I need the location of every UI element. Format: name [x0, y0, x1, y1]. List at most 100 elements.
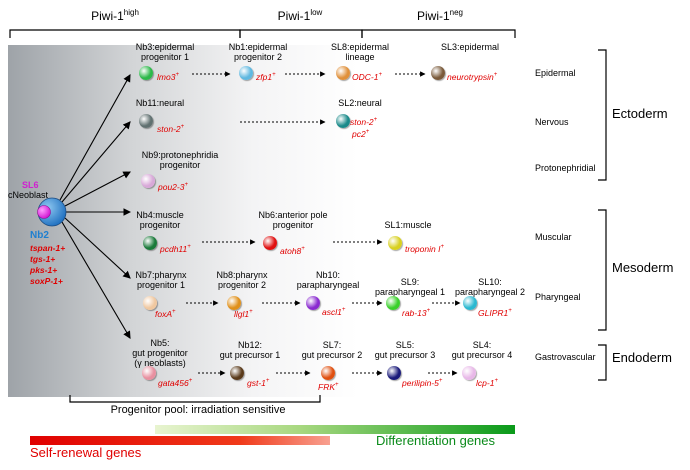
- self-renewal-label: Self-renewal genes: [30, 445, 142, 460]
- sl3-label-line-1: SL3:epidermal: [440, 42, 500, 52]
- sl5-label-line-1: SL5:: [395, 340, 415, 350]
- arrow-to-nb3: [59, 74, 131, 201]
- nb5-label-line-2: gut progenitor: [132, 348, 188, 358]
- sl8-label-line-1: SL8:epidermal: [330, 42, 390, 52]
- arrow-to-nb11: [61, 121, 131, 203]
- sl4-cell: [462, 366, 476, 380]
- nb6-cell: [263, 236, 277, 250]
- arrow-to-nb5: [61, 221, 131, 339]
- nb5-gene: gata456+: [158, 377, 193, 388]
- header-piwi-neg: Piwi-1neg: [416, 8, 464, 23]
- sl5-gene: perilipin-5+: [402, 377, 443, 388]
- sl2-gene: ston-2+: [350, 116, 378, 127]
- lineage-muscular: Muscular: [535, 232, 572, 242]
- progenitor-pool-bracket: [69, 395, 321, 403]
- nb3-gene: lmo3+: [157, 71, 179, 82]
- nb12-gene: gst-1+: [247, 377, 270, 388]
- nb4-gene: pcdh11+: [160, 243, 191, 254]
- header-piwi-low: Piwi-1low: [277, 8, 323, 23]
- nb9-cell: [141, 174, 155, 188]
- nb12-label-line-2: gut precursor 1: [219, 350, 281, 360]
- nb8-label-line-2: progenitor 2: [217, 280, 267, 290]
- self-renewal-bar: [30, 436, 330, 445]
- sl10-label-line-1: SL10:: [478, 277, 502, 287]
- nb11-label-line-1: Nb11:neural: [135, 98, 185, 108]
- nb2-gene-2: tgs-1+: [30, 254, 56, 264]
- sl10-gene: GLIPR1+: [478, 307, 512, 318]
- nb7-label-line-1: Nb7:pharynx: [135, 270, 187, 280]
- sl4-label-line-1: SL4:: [472, 340, 492, 350]
- sl9-label-line-2: parapharyngeal 1: [374, 287, 446, 297]
- nb4-label-line-1: Nb4:muscle: [136, 210, 184, 220]
- sl5-cell: [387, 366, 401, 380]
- sl1-label-line-1: SL1:muscle: [384, 220, 432, 230]
- nb3-label-line-1: Nb3:epidermal: [135, 42, 195, 52]
- nb6-label-line-2: progenitor: [272, 220, 314, 230]
- sl2-cell: [336, 114, 350, 128]
- nb5-label-line-3: (γ neoblasts): [134, 358, 186, 368]
- nb11-gene: ston-2+: [157, 123, 185, 134]
- sl8-gene: ODC-1+: [352, 71, 382, 82]
- sl10-label-line-2: parapharyngeal 2: [454, 287, 526, 297]
- sl3-cell: [431, 66, 445, 80]
- header-brackets: [9, 29, 516, 38]
- arrow-to-nb7: [64, 217, 131, 279]
- nb10-label-line-1: Nb10:: [315, 270, 341, 280]
- nb7-cell: [143, 296, 157, 310]
- sl8-label-line-2: lineage: [345, 52, 375, 62]
- sl7-gene: FRK+: [318, 381, 339, 392]
- lineage-nervous: Nervous: [535, 117, 569, 127]
- sl6-label: SL6: [22, 180, 39, 190]
- sl9-cell: [386, 296, 400, 310]
- nb4-cell: [143, 236, 157, 250]
- nb11-cell: [139, 114, 153, 128]
- nb1-label-line-2: progenitor 2: [233, 52, 283, 62]
- nb6-label-line-1: Nb6:anterior pole: [258, 210, 328, 220]
- sl7-label-line-1: SL7:: [322, 340, 342, 350]
- nb8-cell: [227, 296, 241, 310]
- sl5-label-line-2: gut precursor 3: [374, 350, 436, 360]
- arrow-to-nb9: [64, 171, 131, 207]
- sl6-cell: [37, 205, 51, 219]
- nb10-label-line-2: parapharyngeal: [296, 280, 360, 290]
- lineage-pharyngeal: Pharyngeal: [535, 292, 581, 302]
- nb3-cell: [139, 66, 153, 80]
- gradient-background: [8, 45, 358, 397]
- sl7-cell: [321, 366, 335, 380]
- cneoblast-label: cNeoblast: [8, 190, 49, 200]
- nb3-label-line-2: progenitor 1: [140, 52, 190, 62]
- lineage-protonephridial: Protonephridial: [535, 163, 596, 173]
- nb6-gene: atoh8+: [280, 245, 305, 256]
- differentiation-bar: [155, 425, 515, 434]
- nb4-label-line-2: progenitor: [139, 220, 181, 230]
- sl7-label-line-2: gut precursor 2: [301, 350, 363, 360]
- germ-layer-ectoderm: Ectoderm: [612, 106, 668, 121]
- nb7-label-line-2: progenitor 1: [136, 280, 186, 290]
- header-piwi-high: Piwi-1high: [91, 8, 139, 23]
- germ-layer-brackets: [598, 49, 607, 381]
- lineage-gastrovascular: Gastrovascular: [535, 352, 596, 362]
- germ-layer-endoderm: Endoderm: [612, 350, 672, 365]
- sl9-label-line-1: SL9:: [400, 277, 420, 287]
- nb1-gene: zfp1+: [256, 71, 276, 82]
- sl3-gene: neurotrypsin+: [447, 71, 498, 82]
- sl10-cell: [463, 296, 477, 310]
- nb12-cell: [230, 366, 244, 380]
- nb1-cell: [239, 66, 253, 80]
- nb8-gene: llgl1+: [234, 308, 253, 319]
- nb1-label-line-1: Nb1:epidermal: [228, 42, 288, 52]
- nb9-label-line-2: progenitor: [159, 160, 201, 170]
- progenitor-pool-label: Progenitor pool: irradiation sensitive: [110, 404, 286, 416]
- nb5-label-line-1: Nb5:: [150, 338, 170, 348]
- sl2-label-line-1: SL2:neural: [338, 98, 382, 108]
- nb10-cell: [306, 296, 320, 310]
- nb12-label-line-1: Nb12:: [237, 340, 263, 350]
- nb9-label-line-1: Nb9:protonephridia: [141, 150, 219, 160]
- sl1-gene: troponin I+: [405, 243, 444, 254]
- nb5-cell: [142, 366, 156, 380]
- nb2-gene-3: pks-1+: [30, 265, 58, 275]
- nb2-gene-1: tspan-1+: [30, 243, 66, 253]
- sl4-label-line-2: gut precursor 4: [451, 350, 513, 360]
- sl4-gene: lcp-1+: [476, 377, 498, 388]
